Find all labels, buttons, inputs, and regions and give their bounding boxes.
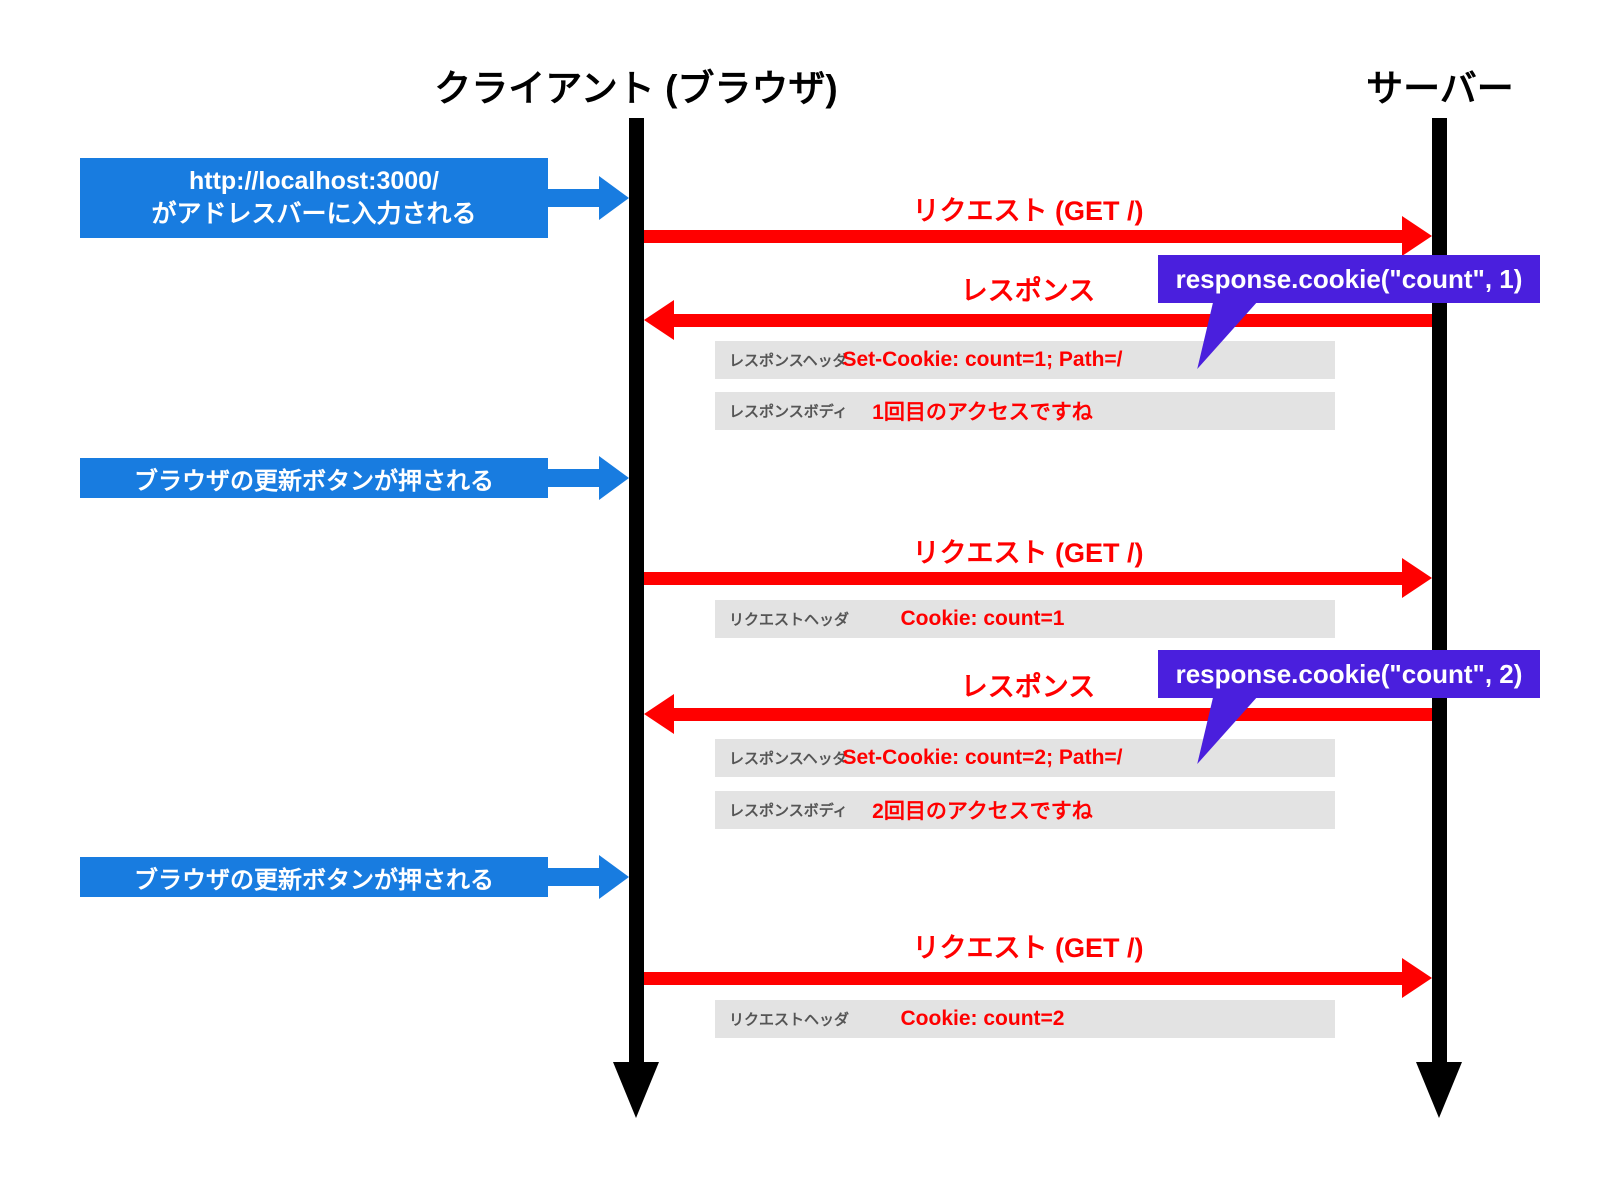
message-label-response-2: レスポンス bbox=[960, 672, 1096, 702]
callout-code-text: response.cookie("count", 1) bbox=[1175, 263, 1523, 294]
message-label-response-1: レスポンス bbox=[960, 276, 1096, 306]
message-arrowhead-icon bbox=[1402, 958, 1432, 998]
event-box-text-line2: がアドレスバーに入力される bbox=[151, 200, 477, 228]
detail-row-value: 1回目のアクセスですね bbox=[872, 401, 1093, 424]
detail-row-label: リクエストヘッダ bbox=[729, 1011, 850, 1029]
detail-row-label: リクエストヘッダ bbox=[729, 611, 850, 629]
detail-row-response-body-2: レスポンスボディ 2回目のアクセスですね bbox=[715, 791, 1335, 829]
event-arrow-shaft bbox=[548, 868, 600, 886]
message-arrowhead-icon bbox=[644, 694, 674, 734]
detail-row-label: レスポンスヘッダ bbox=[729, 352, 848, 370]
server-lifeline bbox=[1432, 118, 1447, 1062]
message-label-request-3: リクエスト (GET /) bbox=[912, 933, 1144, 963]
detail-row-value: 2回目のアクセスですね bbox=[872, 800, 1093, 823]
message-label-request-2: リクエスト (GET /) bbox=[912, 538, 1144, 568]
message-arrow-shaft bbox=[644, 572, 1402, 585]
client-lifeline bbox=[629, 118, 644, 1062]
detail-row-response-body-1: レスポンスボディ 1回目のアクセスですね bbox=[715, 392, 1335, 430]
detail-row-request-header-2: リクエストヘッダ Cookie: count=2 bbox=[715, 1000, 1335, 1038]
server-lifeline-arrowhead-icon bbox=[1416, 1062, 1462, 1118]
actor-title-server: サーバー bbox=[1366, 68, 1514, 109]
detail-row-label: レスポンスボディ bbox=[729, 802, 848, 820]
detail-row-value: Set-Cookie: count=1; Path=/ bbox=[842, 348, 1123, 371]
code-callout-set-cookie-1: response.cookie("count", 1) bbox=[1158, 255, 1540, 303]
detail-row-label: レスポンスヘッダ bbox=[729, 750, 848, 768]
detail-row-response-header-2: レスポンスヘッダ Set-Cookie: count=2; Path=/ bbox=[715, 739, 1335, 777]
message-arrow-shaft bbox=[674, 314, 1432, 327]
event-box-text-line1: ブラウザの更新ボタンが押される bbox=[134, 467, 494, 495]
event-box-text-line1: http://localhost:3000/ bbox=[188, 167, 440, 195]
message-label-request-1: リクエスト (GET /) bbox=[912, 196, 1144, 226]
client-lifeline-arrowhead-icon bbox=[613, 1062, 659, 1118]
detail-row-response-header-1: レスポンスヘッダ Set-Cookie: count=1; Path=/ bbox=[715, 341, 1335, 379]
event-arrow-shaft bbox=[548, 189, 600, 207]
event-arrowhead-icon bbox=[599, 456, 629, 500]
message-arrow-shaft bbox=[644, 972, 1402, 985]
message-arrowhead-icon bbox=[1402, 216, 1432, 256]
code-callout-set-cookie-2: response.cookie("count", 2) bbox=[1158, 650, 1540, 698]
event-arrowhead-icon bbox=[599, 176, 629, 220]
event-arrow-shaft bbox=[548, 469, 600, 487]
actor-title-client: クライアント (ブラウザ) bbox=[434, 68, 838, 109]
event-box-refresh-2: ブラウザの更新ボタンが押される bbox=[80, 857, 548, 897]
message-arrowhead-icon bbox=[644, 300, 674, 340]
callout-code-text: response.cookie("count", 2) bbox=[1175, 658, 1523, 689]
message-arrowhead-icon bbox=[1402, 558, 1432, 598]
message-arrow-shaft bbox=[644, 230, 1402, 243]
detail-row-value: Set-Cookie: count=2; Path=/ bbox=[842, 746, 1123, 769]
detail-row-value: Cookie: count=1 bbox=[900, 607, 1065, 630]
event-box-text-line1: ブラウザの更新ボタンが押される bbox=[134, 866, 494, 894]
message-arrow-shaft bbox=[674, 708, 1432, 721]
event-box-url-entered: http://localhost:3000/ がアドレスバーに入力される bbox=[80, 158, 548, 238]
detail-row-request-header-1: リクエストヘッダ Cookie: count=1 bbox=[715, 600, 1335, 638]
detail-row-label: レスポンスボディ bbox=[729, 403, 848, 421]
detail-row-value: Cookie: count=2 bbox=[900, 1007, 1065, 1030]
event-arrowhead-icon bbox=[599, 855, 629, 899]
event-box-refresh-1: ブラウザの更新ボタンが押される bbox=[80, 458, 548, 498]
